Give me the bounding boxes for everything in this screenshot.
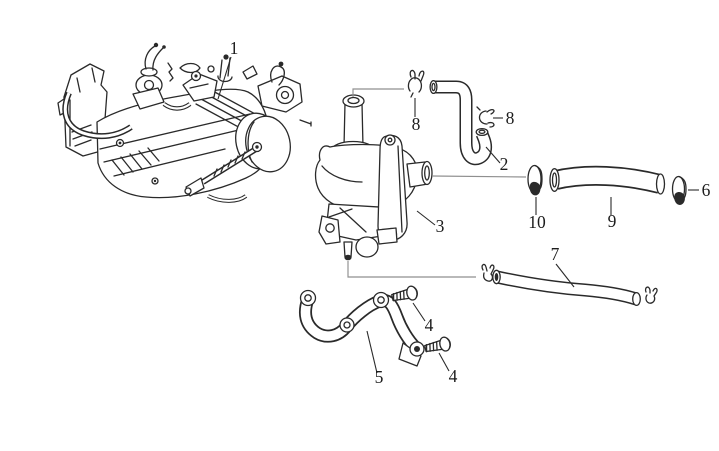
outlet-hose-illustration <box>429 79 493 166</box>
callout-label-clip-top: 8 <box>412 114 421 134</box>
lower-hose-illustration <box>492 269 641 307</box>
clamp-right-illustration <box>671 175 687 205</box>
callout-line-7 <box>555 263 575 288</box>
water-pipe-illustration <box>298 289 425 367</box>
callout-label-middle-hose: 9 <box>608 211 617 231</box>
callout-label-lower-hose: 7 <box>551 244 560 264</box>
middle-hose-illustration <box>549 165 666 195</box>
leader-inlet-to-clip <box>352 88 404 97</box>
callout-line-5 <box>366 330 378 374</box>
callout-line-2 <box>485 146 501 164</box>
screw-upper-illustration <box>391 285 418 302</box>
clamp-left-illustration <box>527 164 543 196</box>
callout-label-screw-lower: 4 <box>449 366 458 386</box>
callout-label-clip-side: 8 <box>506 108 515 128</box>
leader-drain-to-hose <box>347 261 476 278</box>
callout-label-engine: 1 <box>230 38 239 58</box>
engine-assembly-illustration <box>57 42 312 203</box>
callout-line-3 <box>416 210 436 226</box>
wire-clip-side-illustration <box>476 106 495 128</box>
leader-outlet-to-clamp <box>431 175 527 178</box>
water-pump-illustration <box>314 94 433 261</box>
callout-label-clamp-right: 6 <box>702 180 711 200</box>
callout-line-4b <box>438 352 450 372</box>
callout-line-1 <box>217 56 232 100</box>
callout-label-clamp-left: 10 <box>528 212 546 232</box>
hose-clip-right-illustration <box>644 286 658 304</box>
callout-label-screw-upper: 4 <box>425 315 434 335</box>
callout-line-4a <box>412 302 426 322</box>
callout-label-outlet-hose: 2 <box>500 154 509 174</box>
screw-lower-illustration <box>424 336 451 353</box>
callout-label-water-pump: 3 <box>436 216 445 236</box>
callout-label-water-pipe: 5 <box>375 367 384 387</box>
hose-clip-left-illustration <box>481 263 495 282</box>
wire-clip-top-illustration <box>407 69 425 98</box>
